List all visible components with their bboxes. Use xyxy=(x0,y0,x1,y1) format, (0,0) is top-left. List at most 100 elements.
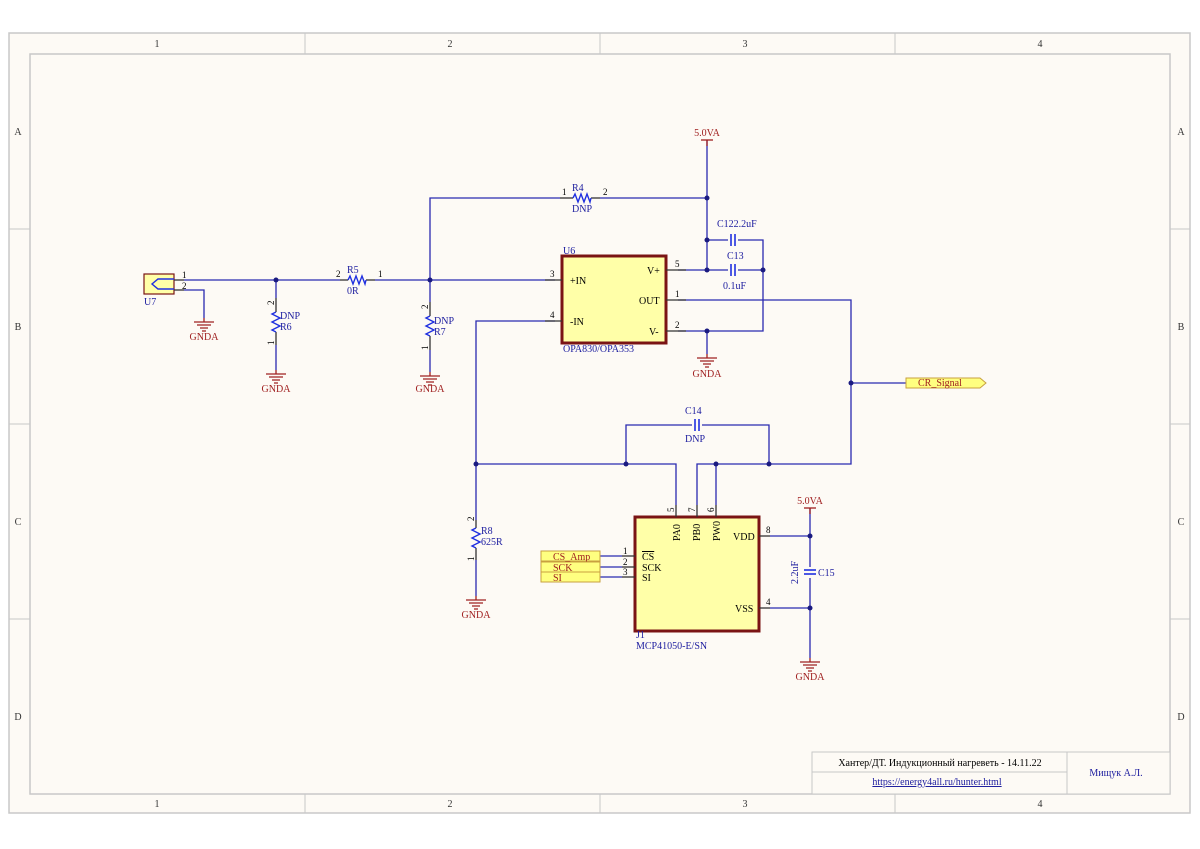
net-label-text: CR_Signal xyxy=(918,378,962,389)
pin-number: 1 xyxy=(623,546,628,556)
ground-icon: GNDA xyxy=(262,370,292,395)
resistor-r7[interactable]: 2 1 DNP R7 xyxy=(420,302,454,350)
power-port-5v0a: 5.0VA xyxy=(694,128,721,146)
capacitor-c12[interactable]: C122.2uF xyxy=(717,219,757,246)
row-label: C xyxy=(15,517,22,528)
pin-label: PA0 xyxy=(672,524,683,541)
ref-designator: R4 xyxy=(572,183,584,194)
resistor-r6[interactable]: 2 1 DNP R6 xyxy=(266,298,300,345)
drawing-area xyxy=(29,53,1171,795)
pin-number: 2 xyxy=(420,305,430,310)
power-label: 5.0VA xyxy=(694,128,720,139)
pin-label: OUT xyxy=(639,296,660,307)
ground-icon: GNDA xyxy=(462,596,491,621)
row-label: D xyxy=(1177,712,1184,723)
pin-number: 2 xyxy=(466,517,476,522)
pin-label: -IN xyxy=(570,317,584,328)
pin-number: 1 xyxy=(466,557,476,562)
sheet-url-link[interactable]: https://energy4all.ru/hunter.html xyxy=(872,777,1001,788)
col-label: 2 xyxy=(448,39,453,50)
resistor-r4[interactable]: 1 2 R4 DNP xyxy=(560,183,608,215)
col-label: 1 xyxy=(155,39,160,50)
col-label: 2 xyxy=(448,799,453,810)
pin-number: 1 xyxy=(420,346,430,351)
net-label-cr-signal[interactable]: CR_Signal xyxy=(905,377,987,389)
capacitor-c14[interactable]: C14 DNP xyxy=(685,406,705,445)
ref-designator: R6 xyxy=(280,322,292,333)
pin-number: 1 xyxy=(266,341,276,346)
svg-text:GNDA: GNDA xyxy=(416,384,446,395)
col-label: 4 xyxy=(1038,39,1043,50)
component-value: 0R xyxy=(347,286,359,297)
component-value: DNP xyxy=(572,204,592,215)
capacitor-c13[interactable]: C13 0.1uF xyxy=(723,251,747,292)
net-label-text: SI xyxy=(553,573,562,584)
ground-icon: GNDA xyxy=(796,658,825,683)
pin-number: 2 xyxy=(623,557,628,567)
svg-text:GNDA: GNDA xyxy=(190,332,220,343)
ref-designator: J1 xyxy=(636,630,645,641)
component-value: 0.1uF xyxy=(723,281,747,292)
resistor-r8[interactable]: 2 1 R8 625R xyxy=(466,517,503,562)
pin-number: 3 xyxy=(550,269,555,279)
power-port-5v0a: 5.0VA xyxy=(797,496,824,514)
pin-number: 5 xyxy=(675,259,680,269)
pin-number: 3 xyxy=(623,567,628,577)
net-label-cs-amp[interactable]: CS_Amp xyxy=(540,550,601,563)
pin-label: SCK xyxy=(642,563,662,574)
resistor-r5[interactable]: 2 1 R5 0R xyxy=(336,265,383,297)
svg-text:GNDA: GNDA xyxy=(262,384,292,395)
pin-number: 4 xyxy=(766,597,771,607)
col-label: 3 xyxy=(743,39,748,50)
col-label: 3 xyxy=(743,799,748,810)
row-label: B xyxy=(1178,322,1185,333)
pin-number: 2 xyxy=(603,187,608,197)
pin-number: 1 xyxy=(378,269,383,279)
ref-designator: R8 xyxy=(481,526,493,537)
connector-u7[interactable]: 1 2 U7 xyxy=(143,270,187,308)
ground-icon: GNDA xyxy=(190,318,220,343)
title-block: Хантер/ДТ. Индукционный нагреветь - 14.1… xyxy=(811,751,1171,795)
pin-label: CS xyxy=(642,552,654,563)
pin-number: 5 xyxy=(666,507,676,512)
sheet-author: Мищук А.Л. xyxy=(1089,768,1142,779)
row-label: A xyxy=(14,127,22,138)
component-value: 2.2uF xyxy=(790,561,801,585)
sheet-title: Хантер/ДТ. Индукционный нагреветь - 14.1… xyxy=(838,758,1041,769)
pin-number: 1 xyxy=(182,270,187,280)
pin-number: 2 xyxy=(266,301,276,306)
col-label: 1 xyxy=(155,799,160,810)
component-value: DNP xyxy=(434,316,454,327)
pin-number: 7 xyxy=(687,507,697,512)
pin-number: 4 xyxy=(550,310,555,320)
opamp-u6[interactable]: U6 +IN -IN V+ OUT V- 3 4 5 1 2 OPA830/OP… xyxy=(545,246,686,355)
row-label: D xyxy=(14,712,21,723)
pin-number: 2 xyxy=(675,320,680,330)
power-label: 5.0VA xyxy=(797,496,823,507)
row-label: C xyxy=(1178,517,1185,528)
pin-number: 6 xyxy=(706,507,716,512)
component-value: DNP xyxy=(280,311,300,322)
net-label-text: CS_Amp xyxy=(553,552,590,563)
ground-symbols: GNDA GNDA GNDA GNDA GNDA GNDA xyxy=(190,318,825,683)
pin-label: SI xyxy=(642,573,651,584)
part-number: MCP41050-E/SN xyxy=(636,641,707,652)
pin-label: VDD xyxy=(733,532,755,543)
pin-label: V+ xyxy=(647,266,660,277)
net-label-si[interactable]: SI xyxy=(540,571,601,584)
pin-label: PB0 xyxy=(692,524,703,541)
ref-designator: C13 xyxy=(727,251,744,262)
pin-number: 8 xyxy=(766,525,771,535)
pin-label: V- xyxy=(649,327,659,338)
capacitor-c15[interactable]: 2.2uF C15 xyxy=(790,561,835,585)
ground-icon: GNDA xyxy=(416,372,446,395)
col-label: 4 xyxy=(1038,799,1043,810)
digipot-j1[interactable]: PA0 PB0 PW0 5 7 6 VDD VSS 8 4 CS SCK SI … xyxy=(622,505,771,652)
ref-designator: U7 xyxy=(144,297,156,308)
pin-number: 1 xyxy=(562,187,567,197)
part-number: OPA830/OPA353 xyxy=(563,344,634,355)
junctions xyxy=(273,195,854,611)
row-label: B xyxy=(15,322,22,333)
component-value: DNP xyxy=(685,434,705,445)
